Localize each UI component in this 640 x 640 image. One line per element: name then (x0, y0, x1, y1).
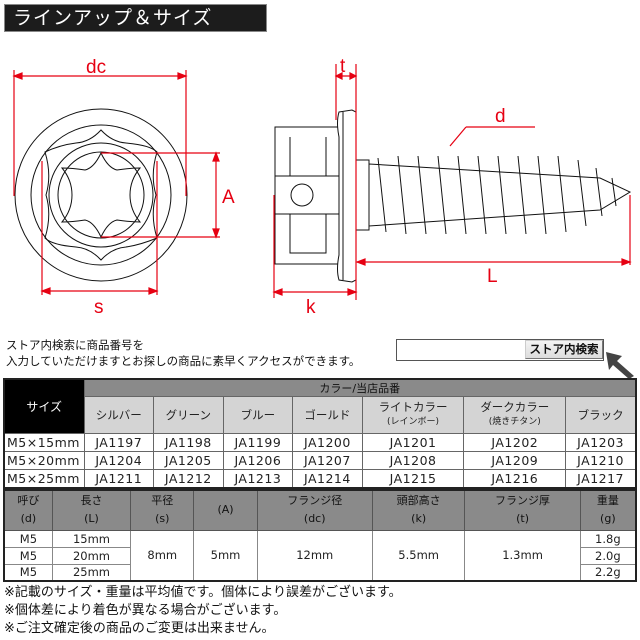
color-header-silver: シルバー (83, 396, 155, 434)
table-row: M5×25mm JA1211 JA1212 JA1213 JA1214 JA12… (3, 469, 637, 488)
color-header-gold: ゴールド (292, 396, 363, 434)
table-row: M5×15mm JA1197 JA1198 JA1199 JA1200 JA12… (3, 433, 637, 452)
spec-d-cell: M5 (3, 563, 53, 582)
product-code: JA1211 (83, 469, 155, 488)
product-code: JA1206 (222, 451, 294, 470)
product-code: JA1214 (292, 469, 363, 488)
product-code: JA1217 (565, 469, 637, 488)
label-A: A (222, 187, 235, 208)
notes-section: ※記載のサイズ・重量は平均値です。個体により誤差がございます。 ※個体差により着… (4, 584, 402, 638)
section-title: ラインアップ＆サイズ (4, 4, 267, 32)
spec-dc-cell: 12mm (256, 529, 373, 582)
spec-header-A: (A) (193, 489, 258, 531)
size-column-header: サイズ (3, 378, 85, 434)
product-code: JA1200 (292, 433, 363, 452)
spec-header-d: 呼び(d) (3, 489, 53, 531)
spec-L-cell: 20mm (51, 546, 132, 565)
table-row: M5×20mm JA1204 JA1205 JA1206 JA1207 JA12… (3, 451, 637, 470)
spec-A-cell: 5mm (193, 529, 258, 582)
label-t: t (340, 56, 346, 77)
spec-weight-cell: 1.8g (579, 529, 637, 548)
product-code: JA1197 (83, 433, 155, 452)
spec-t-cell: 1.3mm (464, 529, 581, 582)
spec-L-cell: 15mm (51, 529, 132, 548)
product-code: JA1207 (292, 451, 363, 470)
spec-header-L: 長さ(L) (51, 489, 132, 531)
pointer-arrow-icon (606, 352, 634, 379)
spec-weight-cell: 2.2g (579, 563, 637, 582)
spec-table: 呼び(d) 長さ(L) 平径(s) (A) フランジ径(dc) 頭部高さ(k) … (3, 489, 637, 582)
label-d: d (495, 106, 506, 127)
product-code: JA1216 (463, 469, 567, 488)
table-row: M5 15mm 8mm 5mm 12mm 5.5mm 1.3mm 1.8g (3, 529, 637, 582)
label-dc: dc (86, 57, 106, 78)
screw-side-view (274, 109, 632, 283)
note-line: ※個体差により着色が異なる場合がございます。 (4, 603, 287, 618)
product-code: JA1198 (153, 433, 224, 452)
table-row: M5 25mm 2.2g (3, 563, 637, 582)
color-header-green: グリーン (153, 396, 224, 434)
store-search-button[interactable]: ストア内検索 (525, 340, 603, 359)
product-code: JA1205 (153, 451, 224, 470)
side-dimension-lines (272, 64, 632, 300)
product-code: JA1199 (222, 433, 294, 452)
search-instructions-line1: ストア内検索に商品番号を (6, 338, 144, 352)
note-line: ※ご注文確定後の商品のご変更は出来ません。 (4, 621, 275, 636)
spec-d-cell: M5 (3, 546, 53, 565)
product-code: JA1203 (565, 433, 637, 452)
product-code: JA1213 (222, 469, 294, 488)
product-code: JA1208 (361, 451, 465, 470)
search-instructions: ストア内検索に商品番号を 入力していただけますとお探しの商品に素早くアクセスがで… (6, 337, 360, 369)
label-k: k (306, 297, 316, 318)
color-header-dark: ダークカラー(焼きチタン) (463, 396, 567, 434)
size-cell: M5×25mm (3, 469, 85, 488)
spec-header-weight: 重量(g) (579, 489, 637, 531)
size-cell: M5×20mm (3, 451, 85, 470)
product-code: JA1201 (361, 433, 465, 452)
color-header-light: ライトカラー(レインボー) (361, 396, 465, 434)
spec-header-dc: フランジ径(dc) (256, 489, 373, 531)
spec-k-cell: 5.5mm (371, 529, 466, 582)
spec-header-s: 平径(s) (130, 489, 195, 531)
screw-dimension-diagram: dc A s t d L k (12, 56, 632, 318)
screw-threads (377, 155, 617, 235)
spec-header-t: フランジ厚(t) (464, 489, 581, 531)
color-header-blue: ブルー (222, 396, 294, 434)
product-code: JA1215 (361, 469, 465, 488)
screw-head-front-view (14, 108, 188, 282)
label-s: s (94, 297, 104, 318)
note-line: ※記載のサイズ・重量は平均値です。個体により誤差がございます。 (4, 585, 402, 600)
product-code: JA1209 (463, 451, 567, 470)
product-code: JA1210 (565, 451, 637, 470)
front-dimension-lines (12, 70, 220, 295)
label-L: L (487, 266, 498, 287)
spec-d-cell: M5 (3, 529, 53, 548)
color-header-black: ブラック (565, 396, 637, 434)
product-code: JA1204 (83, 451, 155, 470)
spec-s-cell: 8mm (130, 529, 195, 582)
lineup-table: サイズ カラー/当店品番 シルバー グリーン ブルー ゴールド ライトカラー(レ… (3, 378, 637, 489)
spec-header-k: 頭部高さ(k) (371, 489, 466, 531)
spec-weight-cell: 2.0g (579, 546, 637, 565)
search-instructions-line2: 入力していただけますとお探しの商品に素早くアクセスができます。 (6, 354, 361, 368)
product-code: JA1212 (153, 469, 224, 488)
size-cell: M5×15mm (3, 433, 85, 452)
spec-L-cell: 25mm (51, 563, 132, 582)
product-code: JA1202 (463, 433, 567, 452)
color-group-header: カラー/当店品番 (83, 378, 637, 397)
